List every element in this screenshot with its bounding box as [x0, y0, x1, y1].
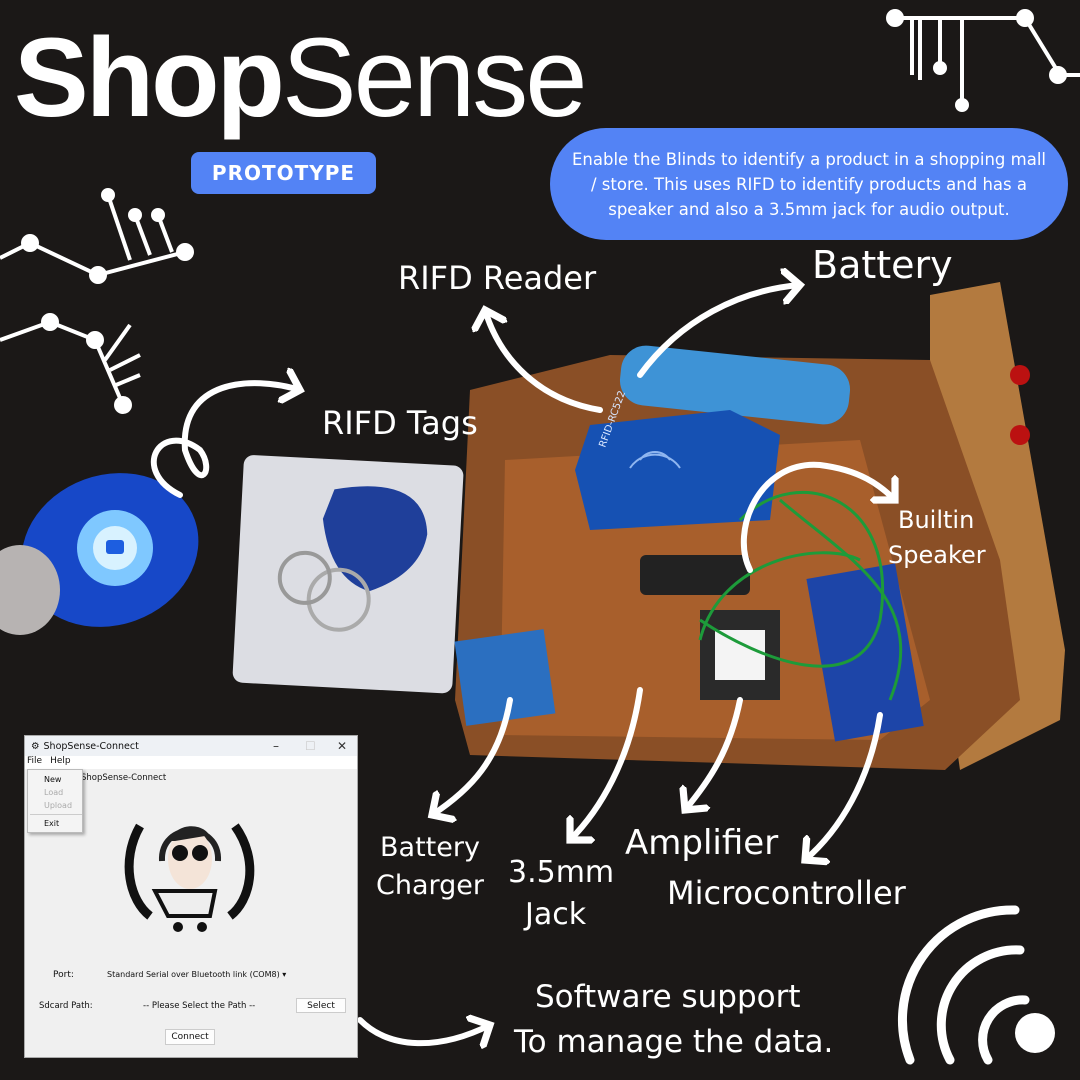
chevron-down-icon: ▾ — [282, 970, 287, 979]
label-speaker-1: Builtin — [898, 506, 975, 534]
window-title: ShopSense-Connect — [43, 740, 139, 752]
menu-divider — [30, 814, 82, 815]
app-title: ShopSense — [14, 22, 588, 134]
label-amplifier: Amplifier — [625, 823, 779, 863]
prototype-badge: PROTOTYPE — [191, 152, 376, 194]
circuit-lines-icon — [0, 9, 1080, 414]
menu-help[interactable]: Help — [50, 756, 71, 766]
close-icon[interactable]: ✕ — [337, 739, 348, 753]
label-speaker-2: Speaker — [888, 541, 986, 569]
label-jack-1: 3.5mm — [508, 855, 615, 890]
app-icon: ⚙ — [31, 740, 40, 752]
port-label: Port: — [53, 970, 74, 980]
software-window: ⚙ ShopSense-Connect – ☐ ✕ File Help Shop… — [24, 735, 358, 1058]
label-software-2: To manage the data. — [514, 1024, 834, 1060]
label-jack-2: Jack — [525, 897, 587, 932]
sdcard-label: Sdcard Path: — [39, 1001, 93, 1011]
group-title: ShopSense-Connect — [81, 773, 167, 783]
menu-item-upload: Upload — [44, 801, 73, 810]
menu-item-exit[interactable]: Exit — [44, 819, 60, 828]
label-microcontroller: Microcontroller — [667, 874, 906, 912]
file-dropdown-menu: New Load Upload Exit — [27, 769, 83, 833]
label-rfid-tags: RIFD Tags — [322, 404, 478, 442]
connect-button[interactable]: Connect — [165, 1029, 215, 1045]
minimize-icon[interactable]: – — [273, 739, 279, 753]
label-rfid-reader: RIFD Reader — [398, 259, 597, 297]
sdcard-path-value: -- Please Select the Path -- — [143, 1001, 256, 1011]
maximize-icon[interactable]: ☐ — [305, 739, 316, 753]
menu-file[interactable]: File — [27, 756, 43, 766]
label-charger-2: Charger — [376, 870, 484, 901]
rfid-card-photo — [232, 455, 464, 694]
label-battery: Battery — [812, 243, 953, 287]
description-bubble: Enable the Blinds to identify a product … — [550, 128, 1068, 240]
label-software-1: Software support — [535, 979, 801, 1015]
rfid-keyfob-photo — [0, 473, 199, 635]
title-bar: ⚙ ShopSense-Connect — [25, 736, 357, 756]
title-bold: Shop — [14, 15, 285, 140]
title-regular: Sense — [281, 15, 588, 140]
menu-bar: File Help — [25, 756, 357, 769]
logo-image — [124, 823, 255, 932]
arrows — [150, 285, 895, 1043]
device-photo: RFID-RC522 — [454, 282, 1065, 770]
menu-item-load: Load — [44, 788, 64, 797]
select-button[interactable]: Select — [296, 998, 346, 1013]
wifi-signal-icon — [897, 905, 1055, 1065]
menu-item-new[interactable]: New — [44, 775, 62, 784]
port-select[interactable]: Standard Serial over Bluetooth link (COM… — [107, 970, 286, 979]
label-charger-1: Battery — [380, 832, 480, 863]
port-value: Standard Serial over Bluetooth link (COM… — [107, 970, 280, 979]
